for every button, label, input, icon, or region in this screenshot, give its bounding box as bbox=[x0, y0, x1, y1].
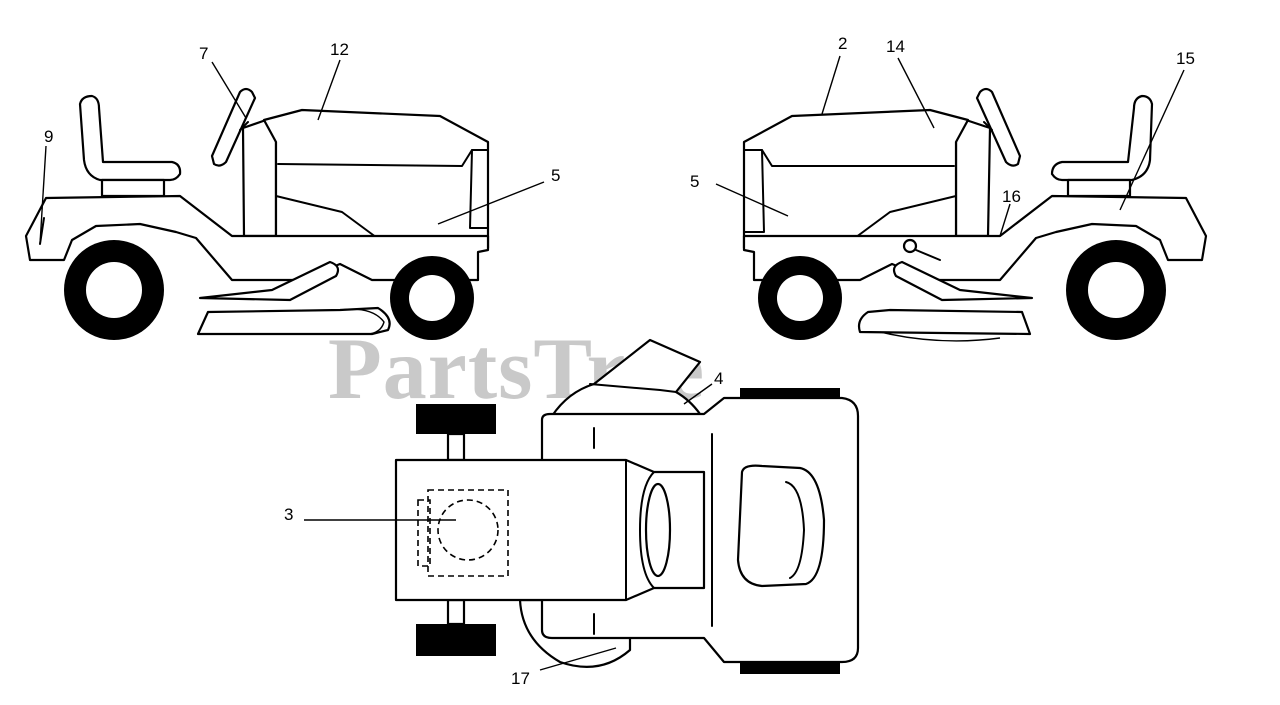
seat-left bbox=[78, 94, 182, 182]
seat-right bbox=[1050, 94, 1154, 182]
fender-top bbox=[736, 464, 826, 588]
mower-deck-left bbox=[196, 306, 391, 336]
tractor-right-view bbox=[742, 87, 1208, 342]
leader-lines bbox=[39, 55, 1185, 671]
front-tire-top-lower bbox=[416, 624, 496, 656]
hood-left bbox=[262, 108, 490, 250]
callout-12: 12 bbox=[330, 40, 349, 59]
front-tire-top-upper bbox=[416, 404, 496, 434]
callout-16: 16 bbox=[1002, 187, 1021, 206]
steering-wheel-right bbox=[975, 87, 1022, 167]
callout-5-right: 5 bbox=[690, 172, 699, 191]
callout-7: 7 bbox=[199, 44, 208, 63]
tractor-left-view bbox=[24, 87, 490, 340]
callout-15: 15 bbox=[1176, 49, 1195, 68]
tractor-top-view bbox=[394, 338, 860, 674]
steering-wheel-left bbox=[210, 87, 257, 167]
discharge-chute bbox=[550, 338, 702, 418]
seat-base-right bbox=[1066, 178, 1132, 198]
mower-deck-right bbox=[857, 308, 1032, 336]
callout-17: 17 bbox=[511, 669, 530, 688]
callout-14: 14 bbox=[886, 37, 905, 56]
seat-base-left bbox=[100, 178, 166, 198]
fuel-cap-outline bbox=[437, 499, 499, 561]
callout-2: 2 bbox=[838, 34, 847, 53]
callouts: 7 12 9 5 2 14 15 5 16 4 3 17 bbox=[44, 34, 1195, 688]
decal-outline bbox=[427, 489, 509, 577]
callout-3: 3 bbox=[284, 505, 293, 524]
callout-9: 9 bbox=[44, 127, 53, 146]
hood-right bbox=[742, 108, 970, 250]
rear-tire-top-lower bbox=[740, 660, 840, 674]
callout-4: 4 bbox=[714, 369, 723, 388]
callout-5-left: 5 bbox=[551, 166, 560, 185]
